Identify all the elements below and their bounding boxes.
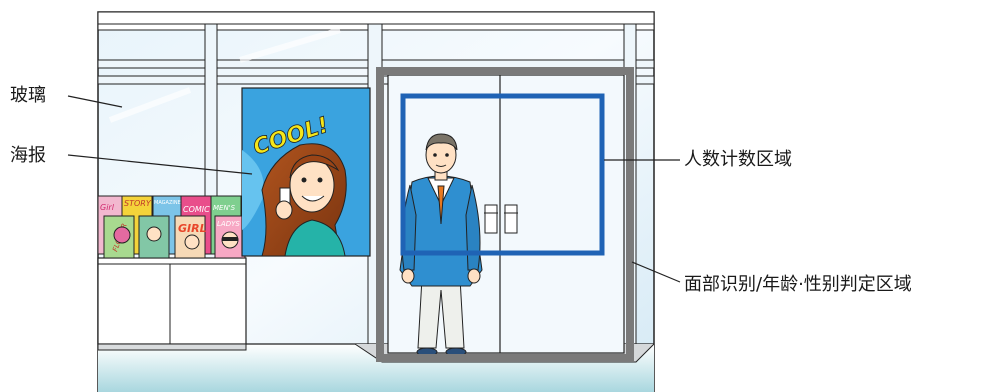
counting-area-label: 人数计数区域 <box>684 150 792 170</box>
glass-label: 玻璃 <box>10 86 46 106</box>
magazine-shelf <box>98 258 246 350</box>
magazine-title: MEN'S <box>213 204 236 212</box>
poster-label: 海报 <box>10 146 46 166</box>
magazine-title: LADYS <box>217 220 240 228</box>
magazine-title: MAGAZINE <box>154 200 181 206</box>
poster: COOL! <box>242 88 370 256</box>
magazine-title: Girl <box>100 203 115 212</box>
magazine-title: COMIC <box>183 205 210 214</box>
face-area-label: 面部识别/年龄·性别判定区域 <box>684 275 912 295</box>
magazine-title: GIRL <box>178 222 207 235</box>
magazine-title: STORY <box>124 199 152 208</box>
magazines-front-row: FLOWER GIRL LADYS <box>104 216 245 258</box>
